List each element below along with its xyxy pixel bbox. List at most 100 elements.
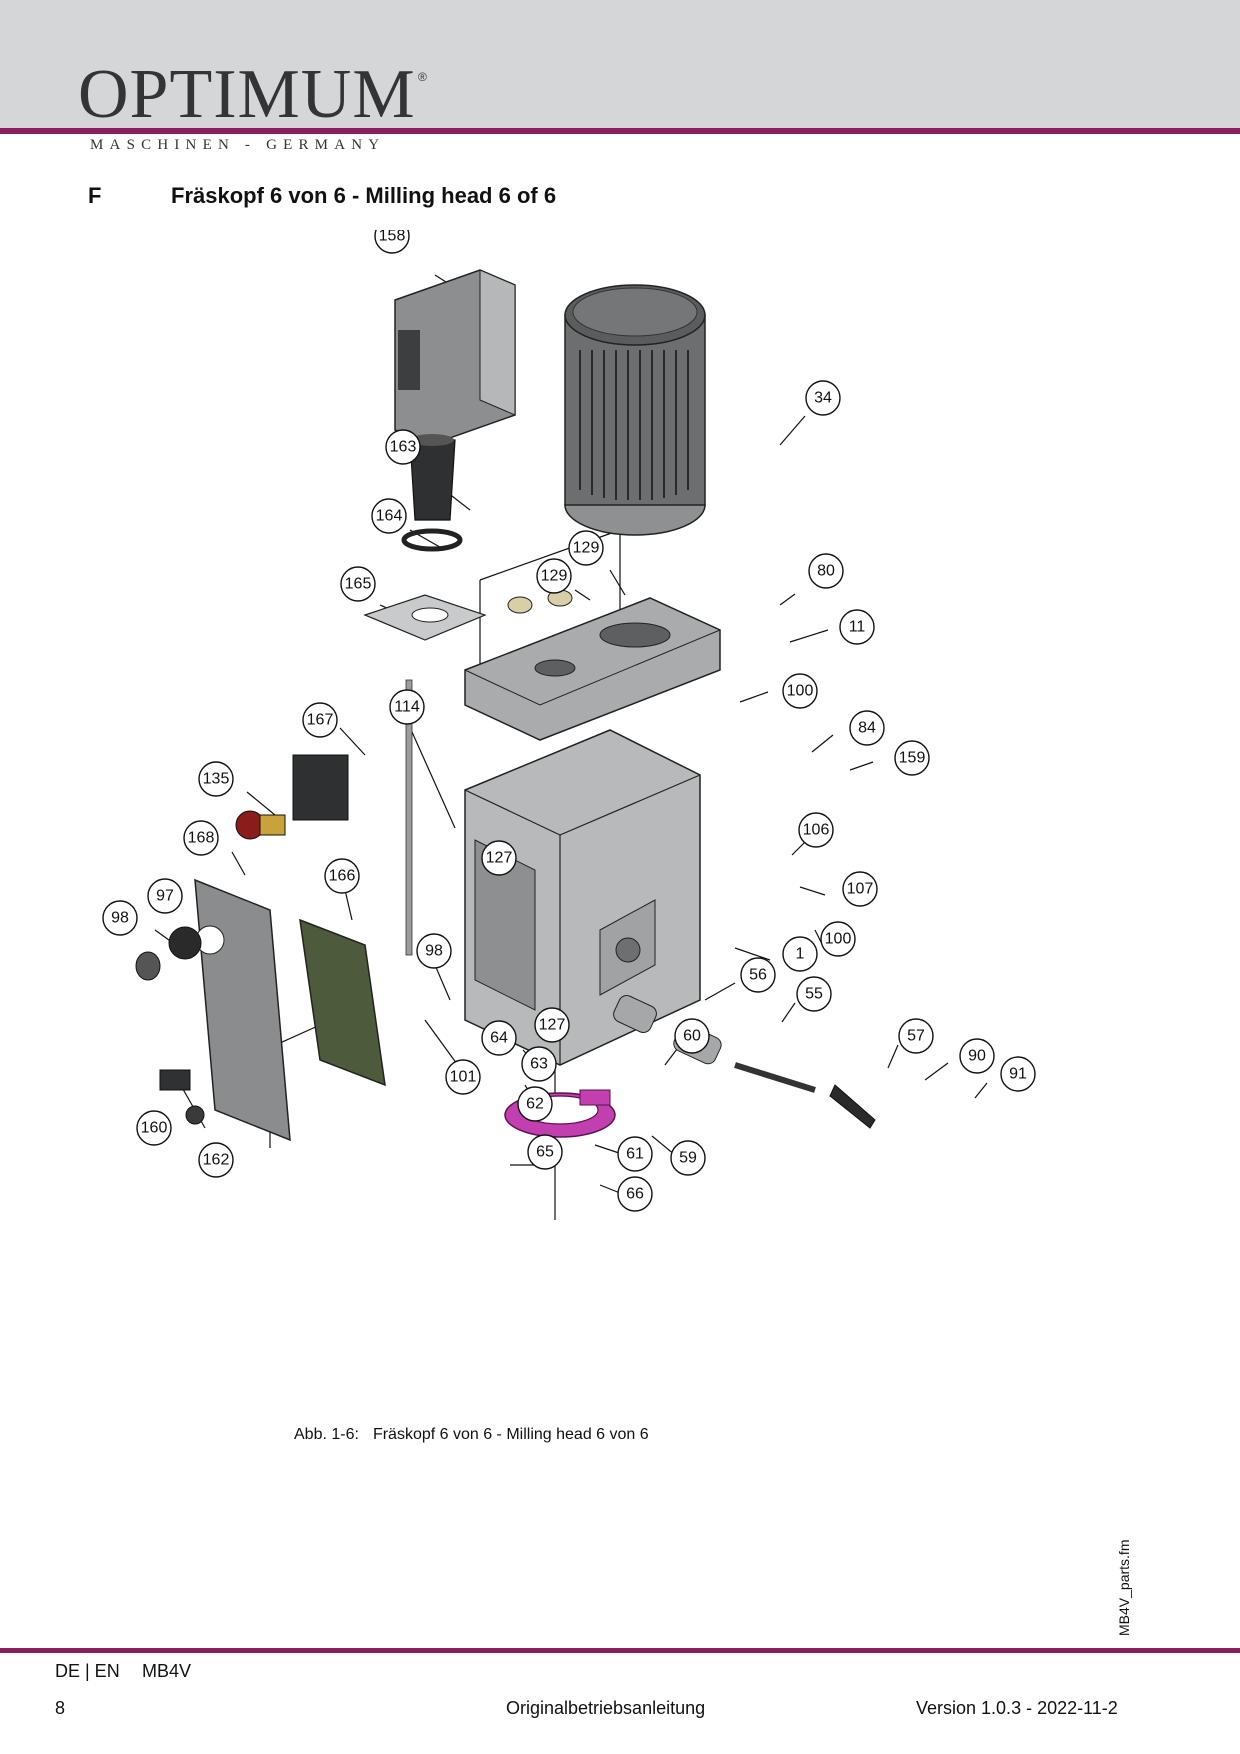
figure-caption-text: Fräskopf 6 von 6 - Milling head 6 von 6 xyxy=(372,1426,649,1443)
emergency-button-part-135 xyxy=(235,810,286,840)
footer-model: MB4V xyxy=(142,1661,192,1681)
svg-text:57: 57 xyxy=(907,1028,925,1045)
exploded-parts-diagram: 158 34 163 164 129 129 80 165 11 100 114… xyxy=(102,230,1036,1220)
svg-text:164: 164 xyxy=(376,508,403,525)
header-rule xyxy=(0,128,1240,134)
filter-part-163 xyxy=(409,434,456,521)
callout-166: 166 xyxy=(324,858,360,894)
svg-text:66: 66 xyxy=(626,1186,644,1203)
svg-text:90: 90 xyxy=(968,1048,986,1065)
figure-label: Abb. 1-6: xyxy=(294,1426,359,1443)
callout-159: 159 xyxy=(894,740,930,776)
callout-63: 63 xyxy=(521,1046,557,1082)
callout-168: 168 xyxy=(183,820,219,856)
header-band xyxy=(0,0,1240,128)
svg-text:63: 63 xyxy=(530,1056,548,1073)
svg-text:55: 55 xyxy=(805,986,823,1003)
brand-logo: OPTIMUM xyxy=(78,56,416,133)
svg-text:162: 162 xyxy=(203,1152,230,1169)
callout-100-b: 100 xyxy=(820,921,856,957)
callout-66: 66 xyxy=(617,1176,653,1212)
svg-text:168: 168 xyxy=(188,830,215,847)
plate-part-165 xyxy=(363,594,487,641)
footer-version: Version 1.0.3 - 2022-11-2 xyxy=(916,1698,1118,1718)
svg-text:106: 106 xyxy=(803,822,830,839)
svg-text:160: 160 xyxy=(141,1120,168,1137)
callout-129-a: 129 xyxy=(568,530,604,566)
svg-text:101: 101 xyxy=(450,1069,477,1086)
shaft-part-57 xyxy=(734,1062,816,1093)
registered-mark: ® xyxy=(418,70,427,84)
svg-text:61: 61 xyxy=(626,1146,644,1163)
callout-106: 106 xyxy=(798,812,834,848)
svg-text:129: 129 xyxy=(573,540,600,557)
membrane-part-166 xyxy=(299,918,386,1087)
callout-61: 61 xyxy=(617,1136,653,1172)
svg-text:163: 163 xyxy=(390,439,417,456)
sleeve-part-56 xyxy=(613,994,657,1034)
footer-document-title: Originalbetriebsanleitung xyxy=(506,1698,706,1718)
svg-text:167: 167 xyxy=(307,712,334,729)
control-panel-part-168 xyxy=(194,878,291,1142)
page-number: 8 xyxy=(55,1698,66,1718)
callout-90: 90 xyxy=(959,1038,995,1074)
callout-160: 160 xyxy=(136,1110,172,1146)
callout-34: 34 xyxy=(805,380,841,416)
svg-text:127: 127 xyxy=(539,1017,566,1034)
callout-114: 114 xyxy=(389,689,425,725)
callout-98-a: 98 xyxy=(102,900,138,936)
callout-129-b: 129 xyxy=(536,558,572,594)
rod-part-114 xyxy=(405,679,413,956)
ring-part-164 xyxy=(401,528,463,552)
callout-98-b: 98 xyxy=(416,933,452,969)
svg-text:80: 80 xyxy=(817,563,835,580)
svg-text:166: 166 xyxy=(329,868,356,885)
figure-caption: Abb. 1-6: Fräskopf 6 von 6 - Milling head… xyxy=(294,1426,649,1444)
switch-box-part-167 xyxy=(292,754,349,821)
callout-164: 164 xyxy=(371,498,407,534)
footer-language: DE | EN xyxy=(55,1661,120,1681)
callout-135: 135 xyxy=(198,761,234,797)
section-letter: F xyxy=(88,183,102,208)
svg-text:158: 158 xyxy=(379,230,406,245)
callout-64: 64 xyxy=(481,1020,517,1056)
callout-163: 163 xyxy=(385,429,421,465)
housing-part-1 xyxy=(464,729,701,1066)
callout-127-a: 127 xyxy=(481,840,517,876)
svg-text:100: 100 xyxy=(787,683,814,700)
svg-text:97: 97 xyxy=(156,888,174,905)
svg-text:62: 62 xyxy=(526,1096,544,1113)
lever-part-90 xyxy=(829,1084,876,1129)
callout-60: 60 xyxy=(674,1018,710,1054)
motor-part-34 xyxy=(564,284,706,536)
svg-text:84: 84 xyxy=(858,720,876,737)
cap-part-98 xyxy=(135,951,161,981)
callout-11: 11 xyxy=(839,609,875,645)
knob-part-162 xyxy=(185,1105,205,1125)
callout-162: 162 xyxy=(198,1142,234,1178)
svg-text:59: 59 xyxy=(679,1150,697,1167)
callout-107: 107 xyxy=(842,871,878,907)
svg-text:135: 135 xyxy=(203,771,230,788)
callout-59: 59 xyxy=(670,1140,706,1176)
callout-62: 62 xyxy=(517,1086,553,1122)
svg-text:98: 98 xyxy=(111,910,129,927)
svg-text:64: 64 xyxy=(490,1030,508,1047)
knob-part-97 xyxy=(168,926,202,960)
callout-57: 57 xyxy=(898,1018,934,1054)
display-part-160 xyxy=(159,1069,191,1091)
svg-text:165: 165 xyxy=(345,576,372,593)
svg-text:159: 159 xyxy=(899,750,926,767)
section-title: Fräskopf 6 von 6 - Milling head 6 of 6 xyxy=(171,183,557,208)
callout-65: 65 xyxy=(527,1134,563,1170)
svg-text:60: 60 xyxy=(683,1028,701,1045)
callout-55: 55 xyxy=(796,976,832,1012)
callout-167: 167 xyxy=(302,702,338,738)
callout-127-b: 127 xyxy=(534,1007,570,1043)
svg-text:100: 100 xyxy=(825,931,852,948)
svg-text:1: 1 xyxy=(796,946,805,963)
callout-1: 1 xyxy=(782,936,818,972)
svg-text:114: 114 xyxy=(394,699,420,716)
svg-text:65: 65 xyxy=(536,1144,554,1161)
svg-text:129: 129 xyxy=(541,568,568,585)
